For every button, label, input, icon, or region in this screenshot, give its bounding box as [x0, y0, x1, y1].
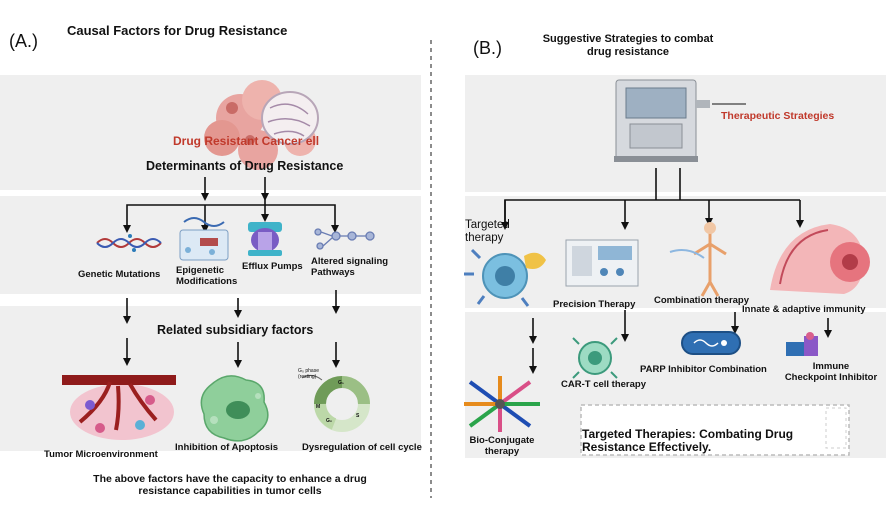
summary-box — [580, 404, 850, 456]
cell-cycle-label-g0: G₀ phase (resting) — [298, 368, 319, 380]
subsidiary-heading: Related subsidiary factors — [157, 323, 314, 337]
apoptosis-icon — [200, 375, 269, 442]
strategy-immunity: Innate & adaptive immunity — [742, 304, 866, 315]
strategy-targeted-therapy: Targeted therapy — [465, 219, 510, 245]
consequence-apoptosis: Inhibition of Apoptosis — [175, 442, 279, 453]
cancer-cell-icon — [204, 80, 319, 170]
cancer-cell-label: Drug Resistant Cancer ell — [173, 134, 320, 148]
determinants-heading: Determinants of Drug Resistance — [146, 159, 344, 173]
tumor-microenvironment-icon — [62, 375, 176, 440]
sub-bio-conjugate: Bio-Conjugate therapy — [469, 435, 535, 457]
parp-inhibitor-icon — [681, 331, 741, 355]
consequence-tumor-microenvironment: Tumor Microenvironment — [44, 449, 158, 460]
panel-b-label: (B.) — [473, 38, 502, 58]
efflux-pump-icon — [248, 222, 282, 256]
cell-cycle-icon — [301, 374, 370, 432]
immune-checkpoint-icon — [786, 332, 818, 356]
conclusion-text: The above factors have the capacity to e… — [93, 473, 367, 498]
consequence-cell-cycle: Dysregulation of cell cycle — [302, 442, 422, 453]
cell-cycle-label-m: M — [316, 404, 321, 410]
targeted-therapy-icon — [464, 248, 546, 307]
cause-signaling: Altered signaling Pathways — [311, 256, 389, 278]
machine-label: Therapeutic Strategies — [721, 110, 835, 122]
therapeutic-machine-icon — [614, 79, 710, 162]
precision-therapy-icon — [565, 239, 639, 287]
epigenetic-icon — [179, 217, 229, 261]
dna-mutation-icon — [96, 234, 162, 252]
cause-genetic-mutations: Genetic Mutations — [78, 269, 161, 280]
bio-conjugate-icon — [464, 376, 540, 432]
immunity-icon — [770, 224, 870, 294]
panel-a-title: Causal Factors for Drug Resistance — [67, 23, 288, 38]
strategy-precision-therapy: Precision Therapy — [553, 299, 636, 310]
cause-epigenetic: Epigenetic Modifications — [176, 265, 238, 287]
strategy-combination-therapy: Combination therapy — [654, 295, 750, 306]
car-t-cell-icon — [572, 337, 618, 379]
signaling-pathway-icon — [314, 228, 375, 250]
sub-car-t: CAR-T cell therapy — [561, 379, 646, 390]
cell-cycle-label-g1: G₁ — [338, 380, 344, 386]
cell-cycle-label-g2: G₂ — [326, 418, 333, 424]
summary-text: Targeted Therapies: Combating Drug Resis… — [582, 427, 794, 454]
panel-b-title: Suggestive Strategies to combat drug res… — [542, 33, 714, 58]
panel-a-label: (A.) — [9, 31, 38, 51]
sub-checkpoint: Immune Checkpoint Inhibitor — [784, 361, 878, 383]
combination-therapy-icon — [669, 222, 727, 297]
sub-parp: PARP Inhibitor Combination — [640, 364, 767, 375]
cause-efflux-pumps: Efflux Pumps — [242, 261, 303, 272]
cell-cycle-label-s: S — [356, 413, 360, 419]
